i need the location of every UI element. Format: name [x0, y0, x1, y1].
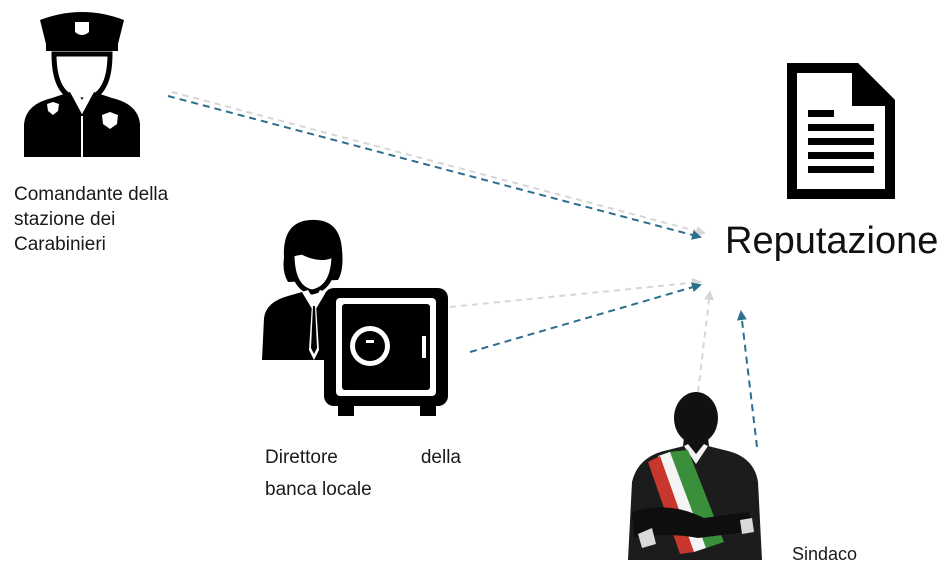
reputazione-label: Reputazione: [725, 220, 939, 262]
sindaco-label: Sindaco: [792, 544, 858, 564]
direttore-label-line1: Direttore della: [265, 445, 461, 470]
arrow-direttore-grey: [449, 277, 702, 308]
direttore-word-1: Direttore: [265, 447, 338, 468]
police-officer-icon: [24, 12, 140, 157]
arrow-comandante-grey: [171, 91, 706, 236]
document-icon: [787, 63, 895, 199]
comandante-label: Comandante della stazione dei Carabinier…: [14, 184, 169, 255]
arrow-direttore-to-reputazione: [469, 282, 702, 353]
bank-director-safe-icon: [262, 219, 448, 416]
arrow-sindaco-grey: [697, 290, 715, 393]
direttore-word-2: della: [420, 447, 461, 468]
direttore-label-line2: banca locale: [265, 479, 372, 500]
arrow-comandante-to-reputazione: [167, 95, 702, 240]
mayor-sash-icon: [628, 392, 762, 560]
arrow-sindaco-to-reputazione: [736, 310, 758, 448]
